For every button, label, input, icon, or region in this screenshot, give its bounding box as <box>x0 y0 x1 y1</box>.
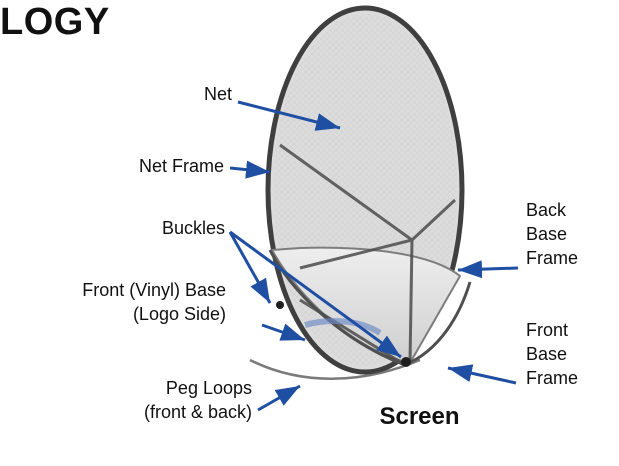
label-buckles: Buckles <box>133 216 225 240</box>
label-front-base-frame-line3: Frame <box>526 366 596 390</box>
label-net-frame: Net Frame <box>116 154 224 178</box>
label-front-base-frame-line2: Base <box>526 342 596 366</box>
arrow-back-base-frame <box>458 268 518 270</box>
label-front-base-frame-line1: Front <box>526 318 596 342</box>
buckle-right <box>401 357 411 367</box>
net-shape <box>250 8 470 379</box>
label-back-base-frame-line2: Base <box>526 222 596 246</box>
label-peg-loops-line1: Peg Loops <box>104 376 252 400</box>
label-back-base-frame-line3: Frame <box>526 246 596 270</box>
caption-screen: Screen <box>347 403 492 431</box>
label-net: Net <box>190 82 232 106</box>
label-peg-loops-line2: (front & back) <box>104 400 252 424</box>
arrow-buckles-left <box>230 232 270 303</box>
arrow-peg-loops <box>258 386 300 410</box>
buckle-left <box>276 301 284 309</box>
label-front-vinyl-base-line2: (Logo Side) <box>24 302 226 326</box>
arrow-net-frame <box>230 168 270 172</box>
arrow-front-base-frame <box>448 368 516 383</box>
label-back-base-frame-line1: Back <box>526 198 596 222</box>
label-front-vinyl-base-line1: Front (Vinyl) Base <box>24 278 226 302</box>
